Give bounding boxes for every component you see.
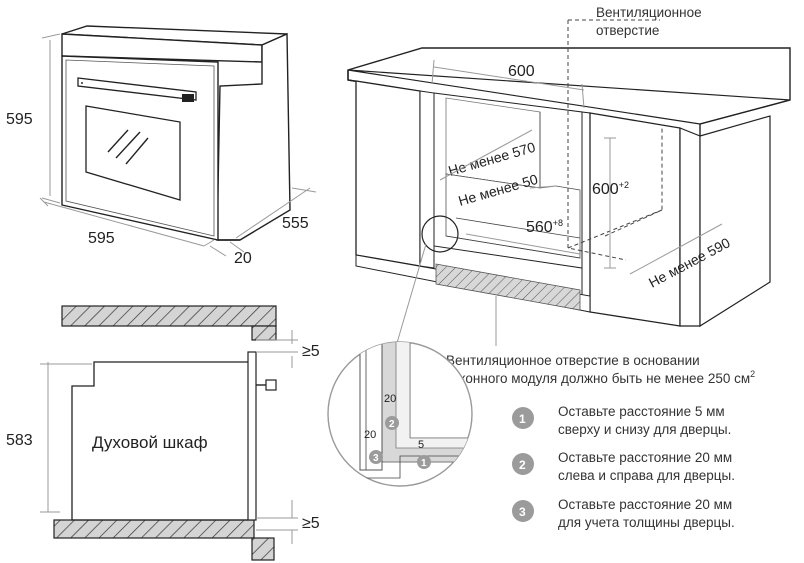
- gap-bottom-label: ≥5: [302, 515, 320, 532]
- detail-circle: 20 20 5 2 3 1: [327, 341, 473, 487]
- oven-section-label: Духовой шкаф: [92, 433, 208, 452]
- detail-marker: [421, 215, 459, 253]
- number-badge: [512, 500, 534, 522]
- svg-text:Оставьте расстояние 20 мм: Оставьте расстояние 20 мм: [558, 497, 732, 512]
- oven-depth-label: 555: [282, 215, 309, 232]
- base-vent-note: Вентиляционное отверстие в основании кух…: [446, 353, 755, 386]
- oven-height-label: 595: [6, 111, 33, 128]
- svg-text:Оставьте расстояние 5 мм: Оставьте расстояние 5 мм: [558, 404, 725, 419]
- oven-dimensions: 595 595 555 20: [6, 33, 317, 267]
- svg-text:Оставьте расстояние 20 мм: Оставьте расстояние 20 мм: [558, 450, 732, 465]
- svg-text:3: 3: [373, 453, 379, 464]
- cabinet-isometric-view: [347, 19, 791, 328]
- svg-text:2: 2: [389, 419, 395, 430]
- base-vent-line2: кухонного модуля должно быть не менее 25…: [446, 369, 755, 386]
- door-offset-label: 20: [234, 250, 252, 267]
- section-view: Духовой шкаф 583 ≥5 ≥5: [6, 305, 320, 561]
- svg-text:3: 3: [519, 505, 526, 519]
- instruction-item-1: 1 Оставьте расстояние 5 мм сверху и сниз…: [512, 404, 731, 437]
- instructions-list: 1 Оставьте расстояние 5 мм сверху и сниз…: [512, 404, 735, 530]
- base-vent-line1: Вентиляционное отверстие в основании: [446, 353, 700, 368]
- svg-text:2: 2: [519, 458, 526, 472]
- instruction-item-2: 2 Оставьте расстояние 20 мм слева и спра…: [512, 450, 735, 483]
- oven-width-label: 595: [88, 230, 115, 247]
- vent-label-line2: отверстие: [596, 23, 659, 38]
- number-badge: [512, 453, 534, 475]
- height-600-label: 600+2: [592, 180, 629, 198]
- gap-top-label: ≥5: [302, 343, 320, 360]
- svg-text:для учета толщины дверцы.: для учета толщины дверцы.: [558, 515, 735, 530]
- vent-label-line1: Вентиляционное: [596, 5, 702, 20]
- oven-isometric-view: [61, 25, 291, 241]
- svg-text:1: 1: [421, 458, 427, 469]
- number-badge: [512, 407, 534, 429]
- svg-text:сверху и снизу для дверцы.: сверху и снизу для дверцы.: [558, 422, 731, 437]
- height-583-label: 583: [6, 432, 33, 449]
- width-600-label: 600: [508, 63, 535, 80]
- detail-gap-5: 5: [418, 439, 424, 451]
- svg-text:1: 1: [519, 412, 526, 426]
- instruction-item-3: 3 Оставьте расстояние 20 мм для учета то…: [512, 497, 735, 530]
- detail-gap-20-b: 20: [364, 429, 376, 441]
- detail-gap-20-a: 20: [384, 393, 396, 405]
- svg-text:слева и справа для дверцы.: слева и справа для дверцы.: [558, 468, 735, 483]
- width-560-label: 560+8: [526, 218, 563, 236]
